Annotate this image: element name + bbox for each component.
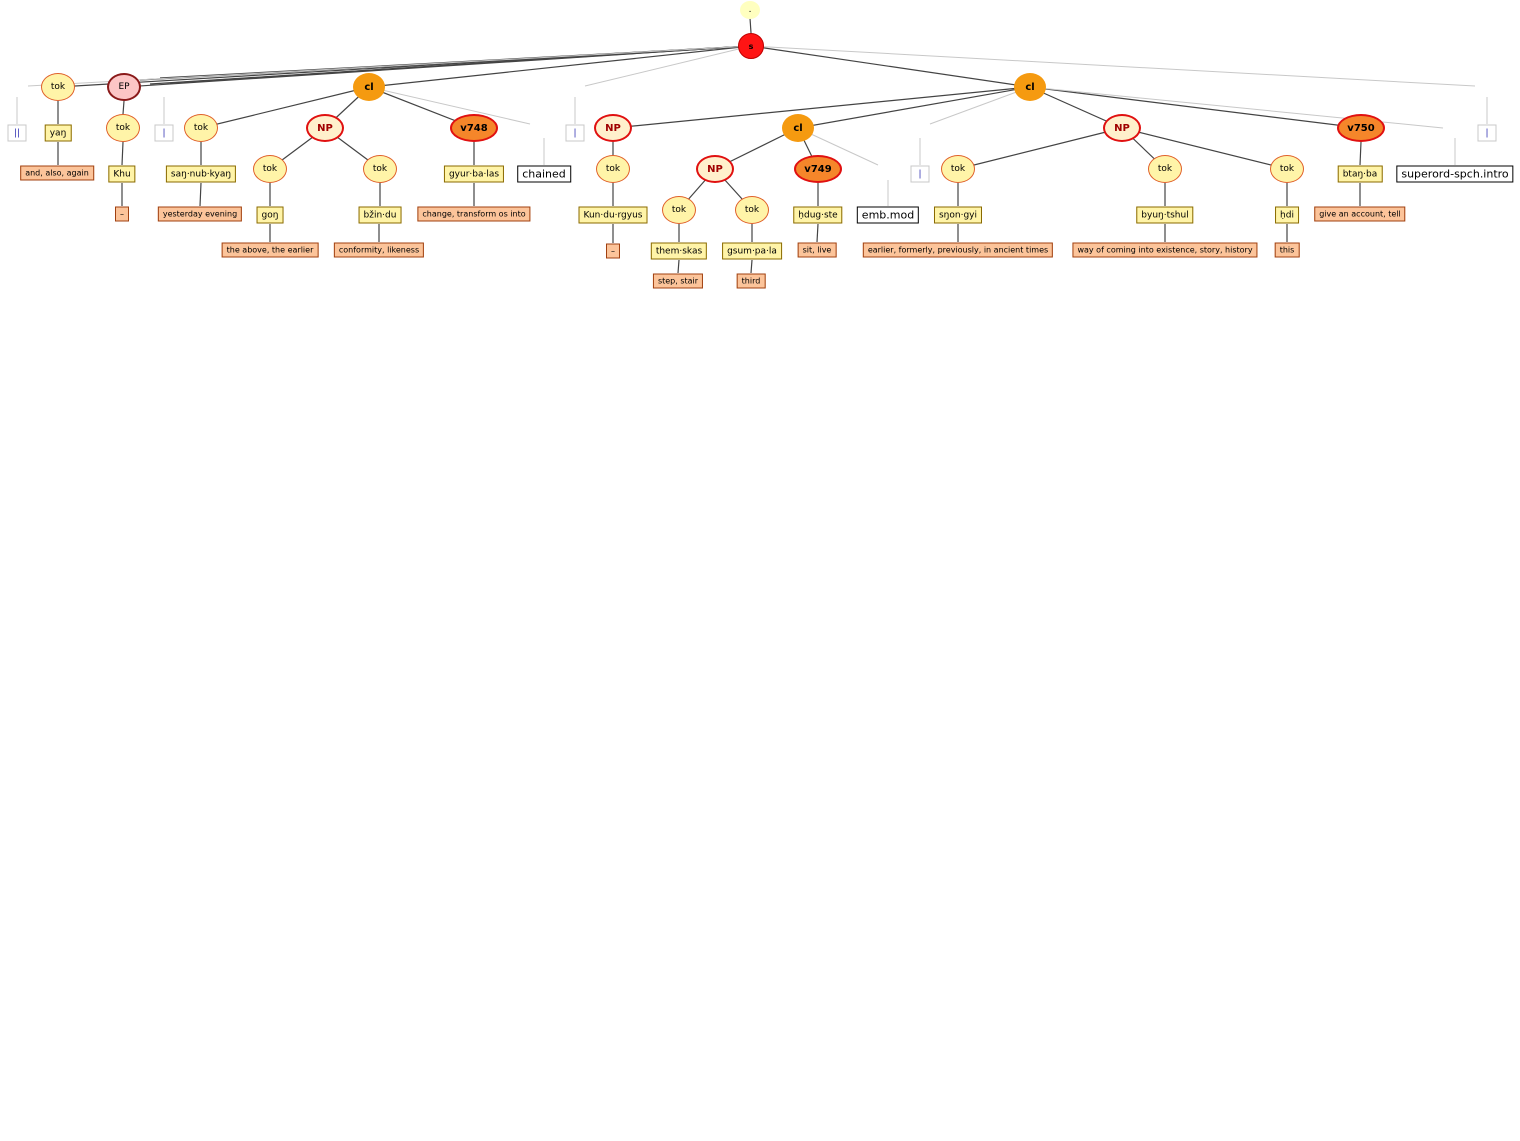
tree-edge (584, 45, 752, 87)
punct-node[interactable]: | (1477, 124, 1497, 142)
tree-edge (368, 45, 752, 88)
gloss-node: give an account, tell (1314, 206, 1406, 222)
gloss-node: earlier, formerly, previously, in ancien… (862, 242, 1054, 258)
tok-node[interactable]: tok (41, 73, 75, 101)
word-node[interactable]: sŋon·gyi (933, 206, 983, 224)
gloss-node: third (736, 273, 766, 289)
gloss-node: – (606, 243, 620, 259)
tree-edge (121, 141, 124, 166)
clause-node[interactable]: cl (353, 73, 385, 101)
np-node[interactable]: NP (306, 114, 344, 142)
verb-node[interactable]: v749 (794, 155, 842, 183)
tree-edge (816, 223, 819, 243)
gloss-node: conformity, likeness (333, 242, 425, 258)
word-node[interactable]: ḥdi (1275, 206, 1299, 224)
tree-edge (612, 86, 1031, 129)
tree-edge (1029, 86, 1362, 129)
word-node[interactable]: ḥdug·ste (793, 206, 843, 224)
gloss-node: sit, live (797, 242, 837, 258)
word-node[interactable]: bžin·du (358, 206, 402, 224)
sentence-node[interactable]: s (738, 33, 764, 59)
word-node[interactable]: byuŋ·tshul (1136, 206, 1194, 224)
function-label[interactable]: chained (517, 165, 571, 183)
root-node[interactable]: . (740, 1, 760, 19)
tree-edge (750, 259, 753, 274)
word-node[interactable]: btaŋ·ba (1337, 165, 1383, 183)
gloss-node: change, transform os into (417, 206, 531, 222)
tree-edge (122, 100, 125, 115)
clause-node[interactable]: cl (1014, 73, 1046, 101)
punct-node[interactable]: | (910, 165, 930, 183)
tok-node[interactable]: tok (1148, 155, 1182, 183)
gloss-node: the above, the earlier (221, 242, 319, 258)
tree-edge (929, 86, 1031, 125)
word-node[interactable]: goŋ (256, 206, 284, 224)
tree-edge (1121, 127, 1288, 170)
tree-edge (200, 86, 370, 129)
punct-node[interactable]: | (154, 124, 174, 142)
tree-edge (797, 86, 1031, 129)
tree-edge (749, 17, 752, 34)
tok-node[interactable]: tok (596, 155, 630, 183)
word-node[interactable]: yaŋ (44, 124, 72, 142)
gloss-node: and, also, again (20, 165, 94, 181)
tree-edge (957, 127, 1123, 170)
tree-edge (750, 45, 1031, 88)
np-node[interactable]: NP (696, 155, 734, 183)
tree-edge (199, 182, 202, 207)
tree-edge (1359, 141, 1362, 166)
verb-node[interactable]: v750 (1337, 114, 1385, 142)
word-node[interactable]: Khu (108, 165, 136, 183)
ep-node[interactable]: EP (107, 73, 141, 101)
gloss-node: step, stair (652, 273, 704, 289)
tok-node[interactable]: tok (184, 114, 218, 142)
tree-edge (27, 45, 752, 87)
punct-node[interactable]: || (7, 124, 27, 142)
clause-node[interactable]: cl (782, 114, 814, 142)
tok-node[interactable]: tok (941, 155, 975, 183)
verb-node[interactable]: v748 (450, 114, 498, 142)
punct-node[interactable]: | (565, 124, 585, 142)
tok-node[interactable]: tok (1270, 155, 1304, 183)
word-node[interactable]: gsum·pa·la (722, 242, 782, 260)
function-label[interactable]: emb.mod (856, 206, 920, 224)
tree-edge (677, 259, 680, 274)
gloss-node: – (115, 206, 129, 222)
gloss-node: yesterday evening (157, 206, 243, 222)
tok-node[interactable]: tok (106, 114, 140, 142)
np-node[interactable]: NP (594, 114, 632, 142)
tok-node[interactable]: tok (363, 155, 397, 183)
tree-edge (750, 45, 1476, 87)
tok-node[interactable]: tok (662, 196, 696, 224)
np-node[interactable]: NP (1103, 114, 1141, 142)
word-node[interactable]: saŋ·nub·kyaŋ (165, 165, 237, 183)
tok-node[interactable]: tok (253, 155, 287, 183)
tok-node[interactable]: tok (735, 196, 769, 224)
function-label[interactable]: superord-spch.intro (1396, 165, 1514, 183)
word-node[interactable]: them·skas (650, 242, 708, 260)
word-node[interactable]: Kun·du·rgyus (578, 206, 648, 224)
gloss-node: way of coming into existence, story, his… (1072, 242, 1258, 258)
tree-edge (169, 45, 752, 84)
word-node[interactable]: gyur·ba·las (443, 165, 505, 183)
gloss-node: this (1274, 242, 1300, 258)
tree-edge (368, 86, 531, 125)
